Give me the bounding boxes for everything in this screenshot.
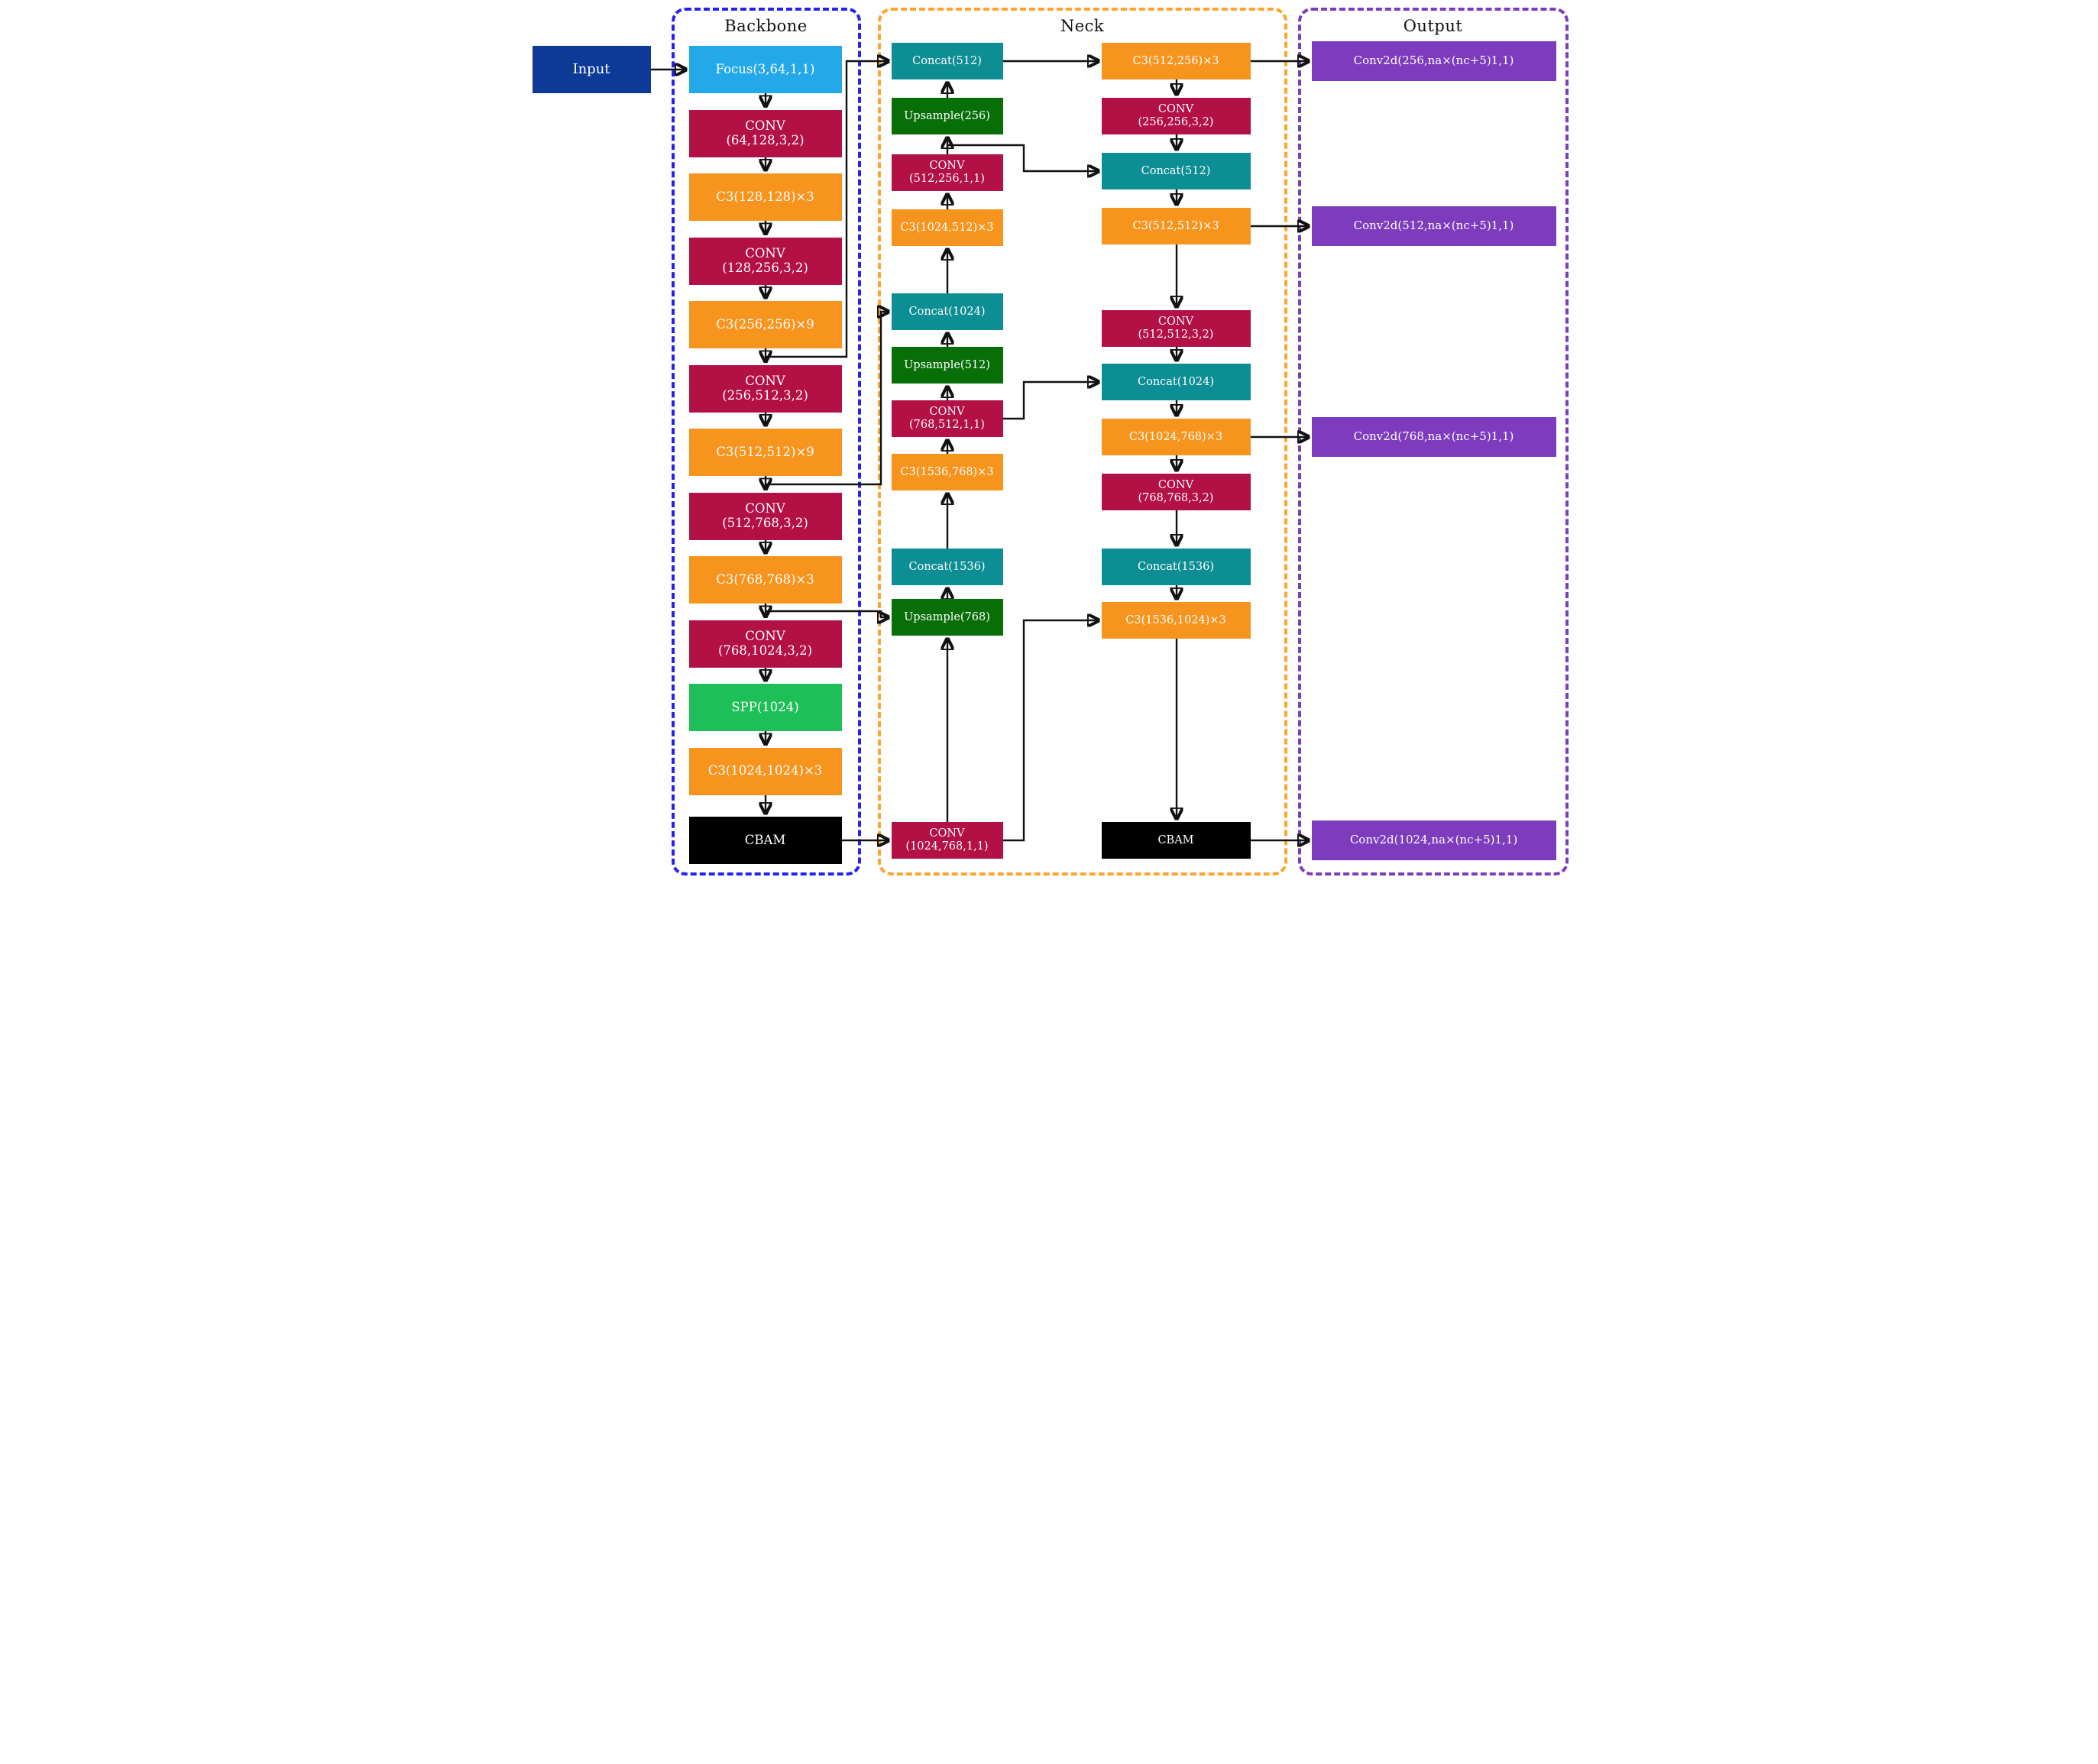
neck-group-title: Neck (1060, 17, 1105, 35)
node-neck-c3-512-256: C3(512,256)×3 (1101, 43, 1251, 79)
node-output-conv2d-768: Conv2d(768,na×(nc+5)1,1) (1311, 417, 1556, 457)
node-backbone-conv-256-512: CONV(256,512,3,2) (688, 364, 842, 413)
node-neck-concat-512: Concat(512) (891, 43, 1003, 79)
node-backbone-spp-1024: SPP(1024) (688, 684, 842, 731)
node-backbone-conv-512-768: CONV(512,768,3,2) (688, 492, 842, 540)
node-neck-conv-256-256: CONV(256,256,3,2) (1101, 98, 1251, 134)
node-backbone-c3-256-256: C3(256,256)×9 (688, 301, 842, 348)
node-neck-c3-1536-1024: C3(1536,1024)×3 (1101, 602, 1251, 639)
node-neck-concat-512-right: Concat(512) (1101, 153, 1251, 189)
node-neck-concat-1024: Concat(1024) (891, 293, 1003, 330)
backbone-group-title: Backbone (724, 17, 808, 35)
node-backbone-c3-128-128: C3(128,128)×3 (688, 173, 842, 221)
node-neck-upsample-768: Upsample(768) (891, 599, 1003, 636)
node-neck-upsample-256: Upsample(256) (891, 98, 1003, 134)
node-neck-conv-768-768: CONV(768,768,3,2) (1101, 474, 1251, 510)
node-backbone-c3-512-512: C3(512,512)×9 (688, 429, 842, 476)
node-output-conv2d-1024: Conv2d(1024,na×(nc+5)1,1) (1311, 821, 1556, 860)
node-neck-concat-1536-right: Concat(1536) (1101, 549, 1251, 585)
node-backbone-focus: Focus(3,64,1,1) (688, 46, 842, 93)
node-backbone-conv-64-128: CONV(64,128,3,2) (688, 109, 842, 157)
architecture-diagram: Backbone Neck Output (524, 0, 1574, 882)
node-neck-conv-768-512: CONV(768,512,1,1) (891, 400, 1003, 437)
node-output-conv2d-256: Conv2d(256,na×(nc+5)1,1) (1311, 41, 1556, 81)
node-neck-conv-512-512: CONV(512,512,3,2) (1101, 310, 1251, 347)
node-backbone-conv-768-1024: CONV(768,1024,3,2) (688, 620, 842, 668)
node-backbone-c3-1024-1024: C3(1024,1024)×3 (688, 747, 842, 795)
node-backbone-cbam: CBAM (688, 817, 842, 864)
node-neck-conv-512-256: CONV(512,256,1,1) (891, 154, 1003, 191)
node-neck-c3-1024-768: C3(1024,768)×3 (1101, 419, 1251, 455)
node-neck-concat-1024-right: Concat(1024) (1101, 364, 1251, 400)
node-neck-upsample-512: Upsample(512) (891, 347, 1003, 384)
node-neck-c3-1536-768: C3(1536,768)×3 (891, 454, 1003, 490)
output-group-title: Output (1403, 17, 1463, 35)
node-neck-c3-1024-512: C3(1024,512)×3 (891, 209, 1003, 246)
node-neck-c3-512-512: C3(512,512)×3 (1101, 208, 1251, 244)
node-input: Input (532, 46, 651, 93)
node-backbone-c3-768-768: C3(768,768)×3 (688, 556, 842, 604)
node-backbone-conv-128-256: CONV(128,256,3,2) (688, 237, 842, 285)
node-neck-concat-1536: Concat(1536) (891, 549, 1003, 585)
node-output-conv2d-512: Conv2d(512,na×(nc+5)1,1) (1311, 206, 1556, 246)
node-neck-conv-1024-768: CONV(1024,768,1,1) (891, 822, 1003, 859)
node-neck-cbam-right: CBAM (1101, 822, 1251, 859)
